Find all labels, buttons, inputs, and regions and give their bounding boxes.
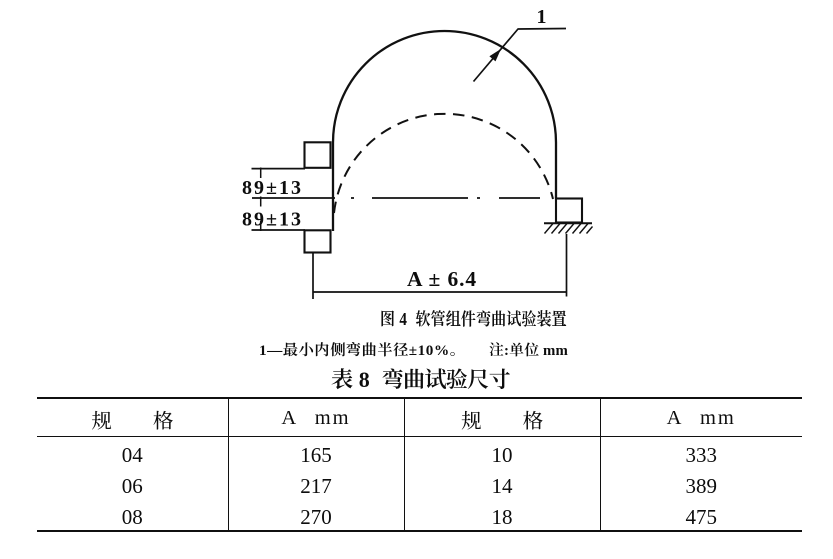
figure-caption: 图 4 软管组件弯曲试验装置 [380,306,567,331]
lower-offset-dimension-label: 89±13 [242,209,303,231]
upper-offset-dimension-label: 89±13 [242,177,303,199]
part-number-label: 1 [537,6,547,28]
figure-unit-note: 注:单位 mm [489,339,569,360]
cell-a-value: 165 [228,436,405,468]
cell-spec: 04 [37,436,229,468]
table-row: 06 217 14 389 [37,467,802,499]
bend-test-apparatus-figure: 1 89±13 89±13 A ± 6.4 [242,6,594,299]
table-row: 04 165 10 333 [37,436,802,468]
min-bend-radius-dashed-arc [333,112,554,214]
column-header-a-left: A mm [228,398,405,436]
column-header-spec-right: 规 格 [404,398,601,436]
ground-hatching [543,223,594,234]
bend-test-dimensions-table: 规 格 A mm 规 格 A mm 04 165 10 333 06 217 1… [37,397,802,532]
support-block [554,197,584,224]
cell-spec: 10 [404,436,601,468]
cell-spec: 06 [37,467,229,499]
cell-a-value: 333 [685,442,718,467]
upper-fitting-block [303,141,332,169]
cell-a-value: 475 [685,504,718,529]
cell-a-value: 270 [228,498,405,531]
cell-a-value: 217 [228,467,405,499]
table-header-row: 规 格 A mm 规 格 A mm [37,398,802,436]
column-header-a-right: A mm [666,407,736,430]
figure-legend-note: 1—最小内侧弯曲半径±10%。 [259,339,466,360]
leader-arrowhead [489,48,501,62]
cell-spec: 14 [404,467,601,499]
table-row: 08 270 18 475 [37,498,802,531]
part-leader-line [472,27,567,83]
column-header-spec-left: 规 格 [37,398,229,436]
cell-a-value: 389 [685,473,718,498]
cell-spec: 08 [37,498,229,531]
cell-spec: 18 [404,498,601,531]
lower-fitting-block [303,229,332,254]
span-dimension-label: A ± 6.4 [407,267,477,291]
table-title: 表 8 弯曲试验尺寸 [331,362,511,394]
hose-loop-outline [331,29,558,231]
